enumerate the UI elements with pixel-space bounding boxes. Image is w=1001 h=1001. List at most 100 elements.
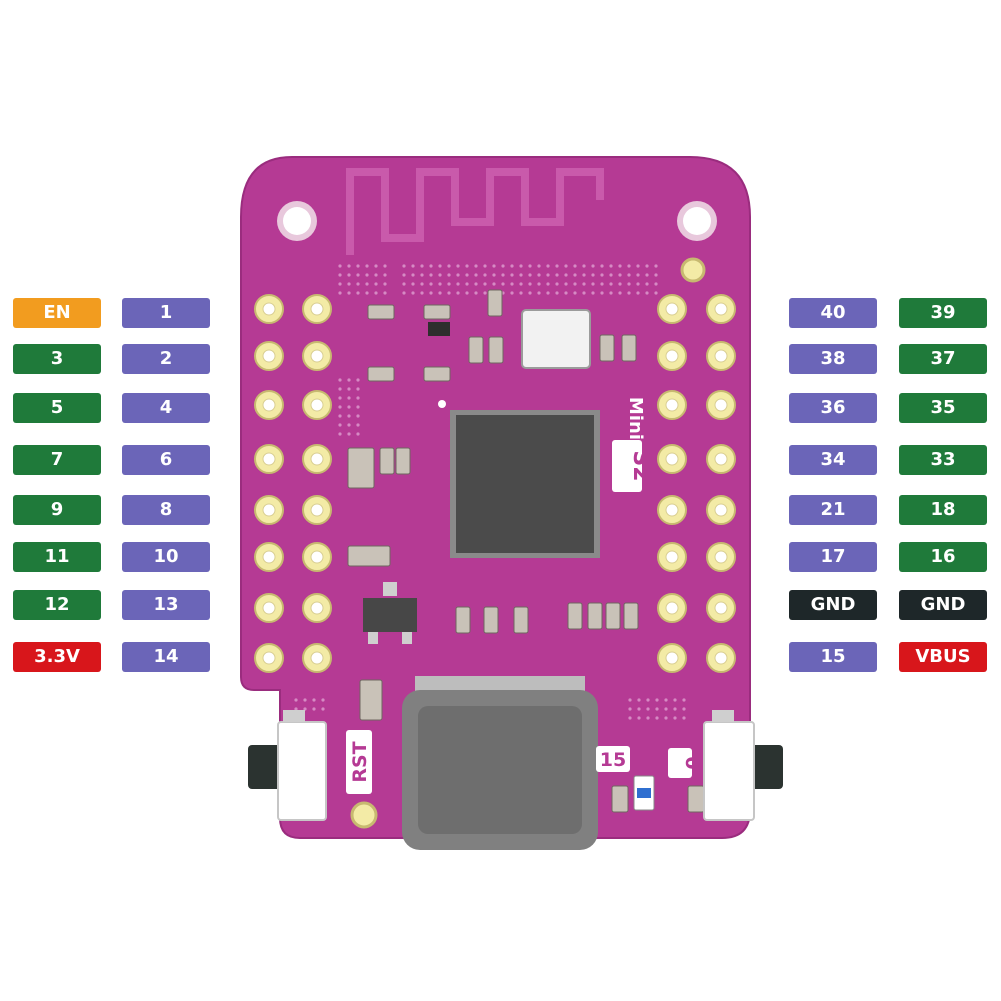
via <box>347 264 351 268</box>
via <box>600 282 604 286</box>
mounting-hole-right <box>677 201 717 241</box>
via <box>411 291 415 295</box>
via <box>483 273 487 277</box>
via <box>600 291 604 295</box>
via <box>338 264 342 268</box>
pin-label: 12 <box>13 590 101 620</box>
via <box>618 273 622 277</box>
pin-label: 16 <box>899 542 987 572</box>
via <box>456 264 460 268</box>
pin-label: 13 <box>122 590 210 620</box>
via <box>664 716 668 720</box>
via <box>321 698 325 702</box>
via <box>555 273 559 277</box>
via <box>636 291 640 295</box>
via <box>294 707 298 711</box>
silkscreen-brand: S2 Mini <box>612 397 653 492</box>
via <box>356 378 360 382</box>
via <box>492 282 496 286</box>
via <box>402 264 406 268</box>
via <box>655 698 659 702</box>
via <box>637 716 641 720</box>
model-text: Mini <box>625 397 646 440</box>
via <box>528 273 532 277</box>
header-pad <box>657 390 687 420</box>
pin-label: 6 <box>122 445 210 475</box>
via <box>537 282 541 286</box>
via <box>628 698 632 702</box>
via <box>582 264 586 268</box>
via <box>627 282 631 286</box>
via <box>347 432 351 436</box>
header-pad <box>706 593 736 623</box>
via <box>510 273 514 277</box>
via <box>546 291 550 295</box>
via <box>582 291 586 295</box>
header-pad <box>706 294 736 324</box>
boot-button-cap[interactable] <box>748 745 783 789</box>
via <box>411 282 415 286</box>
pin-label: 2 <box>122 344 210 374</box>
header-pad <box>657 444 687 474</box>
via <box>636 282 640 286</box>
via <box>591 282 595 286</box>
via <box>528 282 532 286</box>
via <box>645 273 649 277</box>
via <box>618 291 622 295</box>
header-pad <box>657 294 687 324</box>
via <box>628 716 632 720</box>
crystal-oscillator <box>521 309 591 369</box>
via <box>636 273 640 277</box>
via <box>609 273 613 277</box>
pin-label: 4 <box>122 393 210 423</box>
via <box>546 264 550 268</box>
via <box>609 291 613 295</box>
pin-label: 10 <box>122 542 210 572</box>
via <box>456 291 460 295</box>
header-pad <box>302 341 332 371</box>
via <box>420 273 424 277</box>
via <box>537 273 541 277</box>
header-pad <box>254 294 284 324</box>
via <box>338 291 342 295</box>
pin-label: 3.3V <box>13 642 101 672</box>
header-pad <box>254 444 284 474</box>
via <box>627 264 631 268</box>
via <box>338 396 342 400</box>
pin-label: 21 <box>789 495 877 525</box>
rst-test-pad <box>350 801 378 829</box>
pin-label: 14 <box>122 642 210 672</box>
antenna-trace <box>346 168 604 255</box>
via <box>365 291 369 295</box>
via <box>646 716 650 720</box>
via <box>356 414 360 418</box>
via <box>546 282 550 286</box>
via <box>447 291 451 295</box>
via <box>411 273 415 277</box>
boot-button[interactable] <box>703 710 755 821</box>
pin-label: 1 <box>122 298 210 328</box>
via <box>646 707 650 711</box>
via <box>664 707 668 711</box>
via <box>294 698 298 702</box>
header-pad <box>302 593 332 623</box>
via <box>429 273 433 277</box>
via <box>374 264 378 268</box>
via <box>600 264 604 268</box>
via <box>682 698 686 702</box>
via <box>501 282 505 286</box>
via <box>356 282 360 286</box>
via <box>637 707 641 711</box>
usb-c-connector[interactable] <box>402 676 598 850</box>
via <box>492 264 496 268</box>
via <box>474 273 478 277</box>
rst-button[interactable] <box>277 710 327 821</box>
via <box>402 291 406 295</box>
header-pad <box>657 593 687 623</box>
via <box>483 264 487 268</box>
via <box>429 264 433 268</box>
via <box>338 387 342 391</box>
via <box>356 432 360 436</box>
via <box>483 282 487 286</box>
